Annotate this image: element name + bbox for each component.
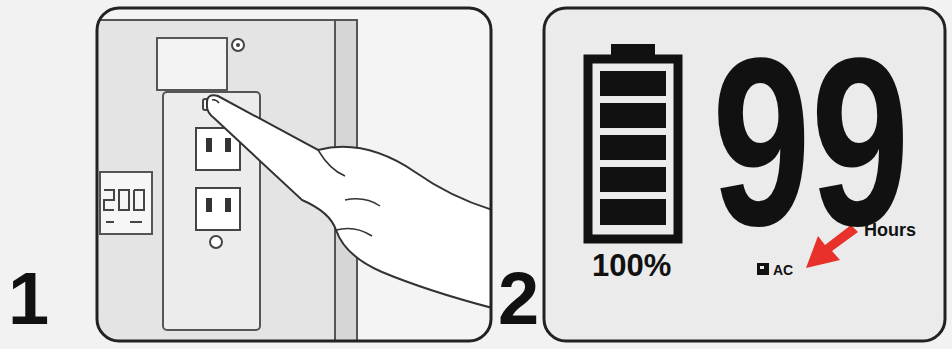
small-display — [100, 172, 152, 234]
outlet-slot — [225, 198, 231, 212]
ac-icon-mark — [760, 266, 764, 269]
fingernail — [212, 100, 219, 103]
gear-icon — [232, 39, 244, 51]
display-segments — [104, 190, 144, 222]
ac-icon — [757, 263, 769, 275]
ac-outlet — [196, 188, 240, 230]
battery-bars — [600, 71, 666, 225]
battery-body — [588, 59, 678, 239]
outlet-slot — [225, 138, 231, 152]
unit-label: Hours — [864, 221, 916, 239]
ac-indicator: AC — [773, 263, 793, 277]
top-slot — [157, 38, 227, 90]
gear-icon-center — [236, 43, 240, 47]
battery-percent: 100% — [592, 250, 671, 281]
hand — [207, 95, 491, 310]
step-number: 1 — [8, 262, 49, 336]
panel-border — [97, 8, 491, 341]
outlet-hole — [210, 236, 222, 248]
step-number: 2 — [498, 262, 539, 336]
lcd-panel — [544, 8, 945, 341]
outlet-slot — [206, 138, 212, 152]
outlet-slot — [206, 198, 212, 212]
device-illustration — [97, 20, 491, 341]
finger-creases — [318, 150, 380, 236]
